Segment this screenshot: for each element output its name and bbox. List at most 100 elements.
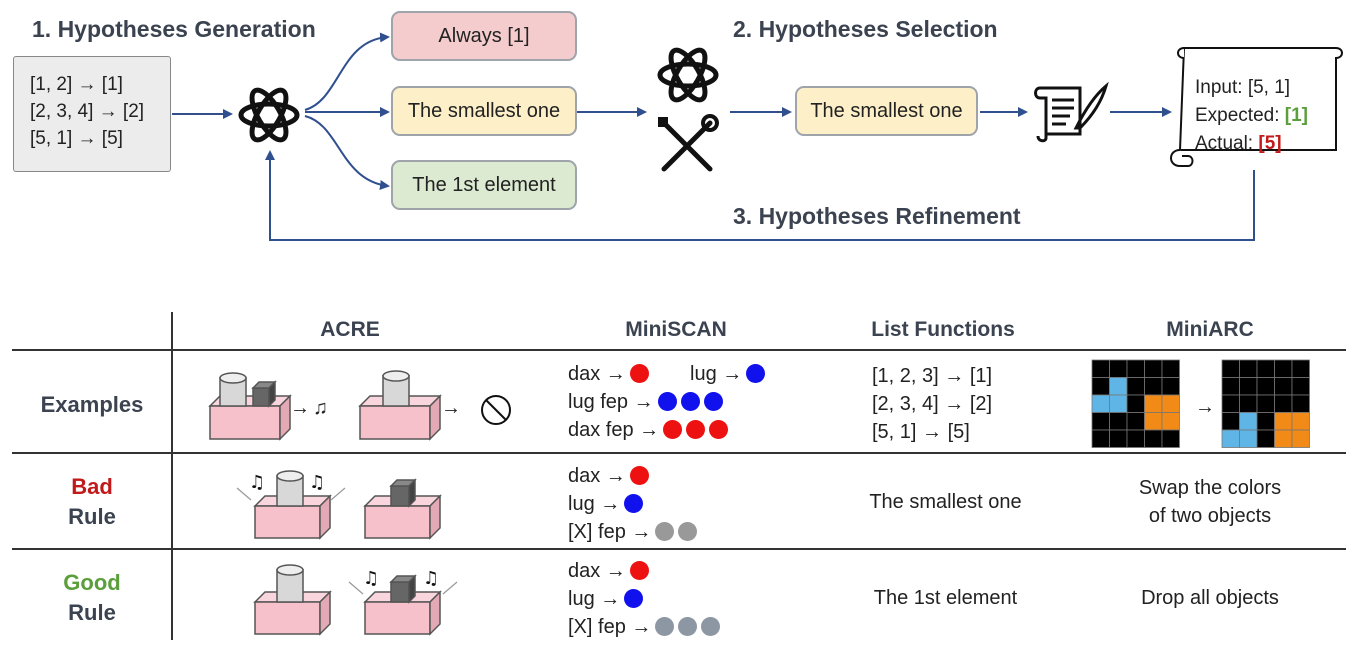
feedback-text: Input: [5, 1] Expected: [1] Actual: [5]	[1195, 74, 1308, 158]
grid-cell	[1256, 394, 1275, 413]
grey-dot	[655, 617, 675, 636]
grid-cell	[1126, 429, 1145, 448]
grid-cell	[1161, 359, 1180, 378]
miniarc-bad-rule: Swap the colors of two objects	[1110, 474, 1310, 530]
grid-cell	[1221, 412, 1240, 431]
grid-cell	[1221, 429, 1240, 448]
svg-text:♫: ♫	[309, 472, 325, 493]
feedback-actual: Actual: [5]	[1195, 130, 1308, 158]
blue-dot	[746, 364, 766, 383]
blue-dot	[624, 494, 644, 513]
grey-dot	[678, 522, 698, 541]
grid-cell	[1291, 429, 1310, 448]
grid-cell	[1109, 394, 1128, 413]
grid-cell	[1221, 377, 1240, 396]
miniscan-bad-dax: dax →	[568, 462, 649, 490]
grid-cell	[1091, 394, 1110, 413]
miniarc-good-rule: Drop all objects	[1141, 587, 1279, 609]
list-example: [2, 3, 4] → [2]	[872, 393, 993, 415]
grey-dot	[678, 617, 698, 636]
feedback-expected: Expected: [1]	[1195, 102, 1308, 130]
step2-title: 2. Hypotheses Selection	[733, 16, 998, 42]
grid-cell	[1144, 429, 1163, 448]
list-functions-bad-rule: The smallest one	[869, 491, 1022, 513]
grid-cell	[1144, 359, 1163, 378]
grid-cell	[1161, 429, 1180, 448]
acre-examples-illustration	[208, 370, 511, 441]
red-dot	[629, 561, 649, 580]
row-label-good: Good Rule	[12, 568, 172, 628]
miniscan-example-lug: lug →	[690, 360, 766, 388]
miniarc-bad-line: of two objects	[1148, 505, 1272, 527]
acre-good-illustration: ♫ ♫	[253, 564, 458, 636]
hypothesis-first-element: The 1st element	[391, 160, 577, 210]
miniscan-text: lug fep →	[568, 391, 654, 413]
grid-cell	[1126, 377, 1145, 396]
list-functions-good-rule: The 1st element	[873, 587, 1018, 609]
grid-cell	[1109, 429, 1128, 448]
grid-cell	[1256, 377, 1275, 396]
miniscan-bad-xfep: [X] fep →	[568, 518, 698, 546]
row-label-bad: Bad Rule	[12, 472, 172, 532]
grey-dot	[655, 522, 675, 541]
row-label-examples: Examples	[40, 392, 144, 417]
red-dot	[663, 420, 683, 439]
llm-logo-icon	[657, 47, 719, 103]
row-label-bad-bottom: Rule	[68, 504, 116, 529]
grid-cell	[1291, 412, 1310, 431]
acre-arrow: →	[441, 397, 461, 419]
miniscan-text: dax →	[568, 560, 626, 582]
column-header-acre: ACRE	[320, 318, 380, 341]
grid-cell	[1109, 359, 1128, 378]
red-dot	[709, 420, 729, 439]
miniscan-bad-lug: lug →	[568, 490, 644, 518]
input-example: [2, 3, 4] → [2]	[30, 101, 145, 122]
miniscan-good-dax: dax →	[568, 557, 649, 585]
miniscan-example-lug-fep: lug fep →	[568, 388, 723, 416]
miniscan-text: lug →	[568, 588, 621, 610]
grid-cell	[1144, 412, 1163, 431]
miniarc-input-grid	[1091, 359, 1180, 453]
red-dot	[629, 466, 649, 485]
grid-cell	[1221, 394, 1240, 413]
grid-cell	[1091, 412, 1110, 431]
music-note-icon: ♫	[313, 397, 328, 419]
list-example: [1, 2, 3] → [1]	[872, 365, 993, 387]
script-quill-icon	[1034, 81, 1109, 143]
grid-cell	[1239, 429, 1258, 448]
svg-text:♫: ♫	[249, 472, 265, 493]
grid-cell	[1274, 429, 1293, 448]
miniscan-text: dax →	[568, 363, 626, 385]
blue-dot	[680, 392, 700, 411]
column-header-miniarc: MiniARC	[1166, 318, 1254, 341]
step1-title: 1. Hypotheses Generation	[32, 16, 316, 42]
miniarc-arrow: →	[1195, 396, 1215, 418]
blue-dot	[703, 392, 723, 411]
miniscan-good-xfep: [X] fep →	[568, 613, 721, 641]
actual-label: Actual:	[1195, 133, 1259, 154]
tools-icon	[658, 114, 719, 172]
miniscan-good-lug: lug →	[568, 585, 644, 613]
grid-cell	[1161, 394, 1180, 413]
grid-cell	[1256, 359, 1275, 378]
miniscan-example-dax: dax →	[568, 360, 649, 388]
input-example: [1, 2] → [1]	[30, 74, 123, 95]
grid-cell	[1109, 412, 1128, 431]
red-dot	[686, 420, 706, 439]
grid-cell	[1126, 359, 1145, 378]
blue-dot	[657, 392, 677, 411]
grid-cell	[1126, 394, 1145, 413]
miniscan-text: dax fep →	[568, 419, 660, 441]
grid-cell	[1221, 359, 1240, 378]
feedback-scroll	[1170, 47, 1343, 167]
column-header-miniscan: MiniSCAN	[625, 318, 727, 341]
grey-dot	[701, 617, 721, 636]
grid-cell	[1291, 377, 1310, 396]
svg-text:♫: ♫	[363, 568, 379, 589]
miniscan-text: [X] fep →	[568, 616, 652, 638]
grid-cell	[1161, 412, 1180, 431]
grid-cell	[1091, 377, 1110, 396]
feedback-input: Input: [5, 1]	[1195, 77, 1291, 98]
